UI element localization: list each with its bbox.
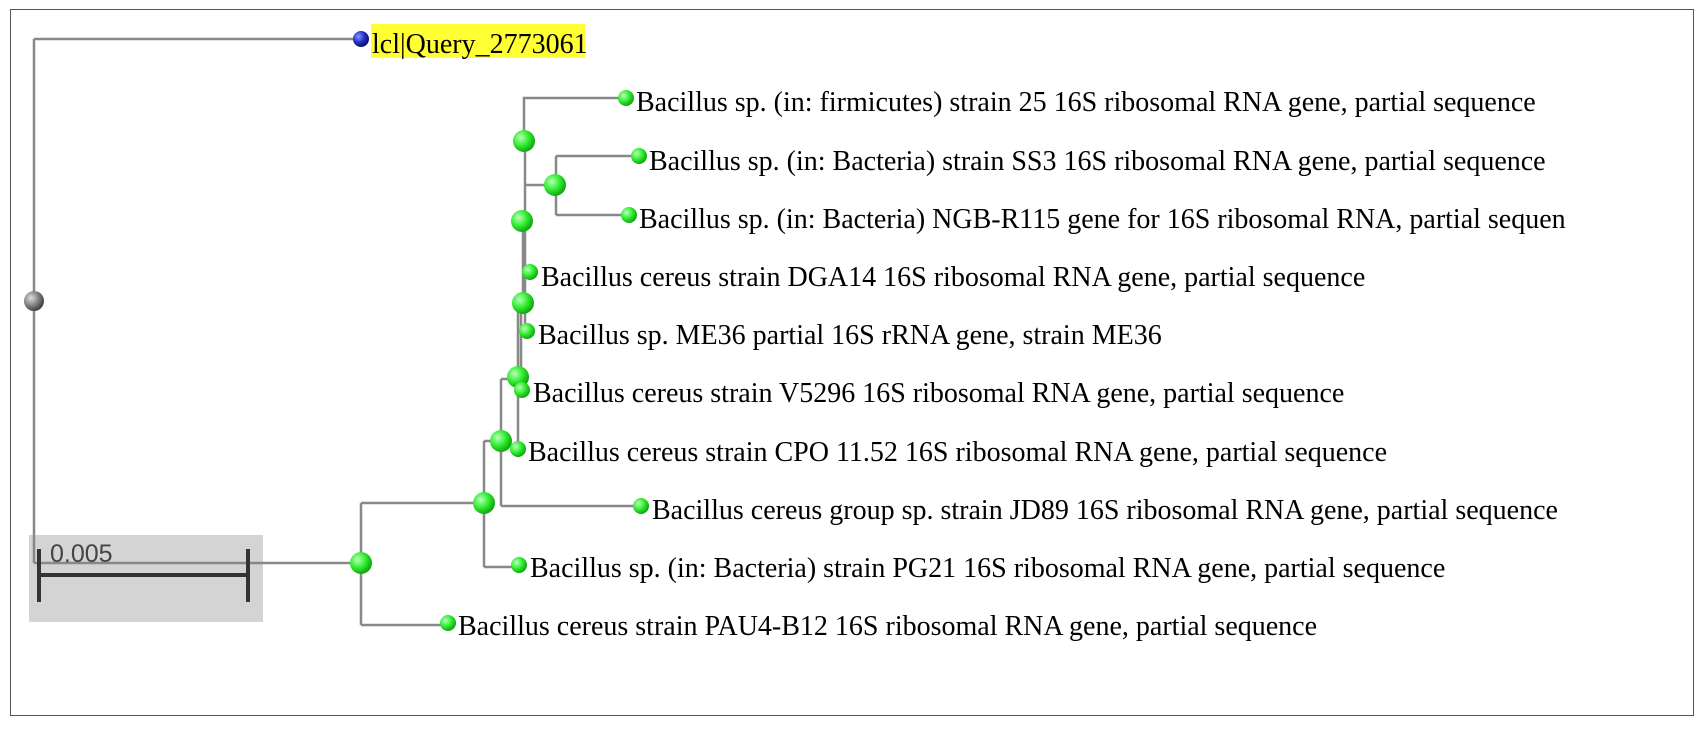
root-node[interactable]	[24, 291, 44, 311]
leaf-node[interactable]	[519, 323, 535, 339]
query-label[interactable]: lcl|Query_2773061	[372, 29, 588, 60]
scale-bar-box	[29, 535, 263, 622]
phylogenetic-tree: 0.005 lcl|Query_2773061 Bacillus sp. (in…	[24, 24, 1566, 642]
leaf-node[interactable]	[633, 498, 649, 514]
tree-nodes	[24, 31, 649, 631]
leaf-node[interactable]	[440, 615, 456, 631]
leaf-label[interactable]: Bacillus cereus strain DGA14 16S ribosom…	[541, 262, 1365, 293]
leaf-node[interactable]	[514, 382, 530, 398]
internal-node[interactable]	[511, 210, 533, 232]
leaf-node[interactable]	[510, 441, 526, 457]
leaf-label[interactable]: Bacillus sp. (in: Bacteria) strain PG21 …	[530, 553, 1445, 584]
leaf-label[interactable]: Bacillus sp. (in: Bacteria) strain SS3 1…	[649, 146, 1546, 177]
leaf-node[interactable]	[631, 148, 647, 164]
internal-node[interactable]	[513, 130, 535, 152]
leaf-label[interactable]: Bacillus cereus strain V5296 16S ribosom…	[533, 378, 1344, 409]
leaf-label[interactable]: Bacillus cereus strain PAU4-B12 16S ribo…	[458, 611, 1317, 642]
tree-viewer: 0.005 lcl|Query_2773061 Bacillus sp. (in…	[10, 9, 1694, 716]
leaf-label[interactable]: Bacillus sp. (in: Bacteria) NGB-R115 gen…	[639, 204, 1566, 235]
internal-node[interactable]	[473, 492, 495, 514]
leaf-labels: Bacillus sp. (in: firmicutes) strain 25 …	[458, 87, 1566, 642]
leaf-label[interactable]: Bacillus cereus strain CPO 11.52 16S rib…	[528, 437, 1387, 468]
query-node[interactable]	[353, 31, 369, 47]
scale-bar-label: 0.005	[50, 540, 113, 568]
leaf-node[interactable]	[522, 264, 538, 280]
leaf-label[interactable]: Bacillus cereus group sp. strain JD89 16…	[652, 495, 1558, 526]
leaf-node[interactable]	[618, 90, 634, 106]
branch-n7	[522, 96, 626, 141]
query-highlight	[371, 24, 585, 58]
leaf-node[interactable]	[511, 557, 527, 573]
internal-node[interactable]	[490, 430, 512, 452]
leaf-node[interactable]	[621, 207, 637, 223]
scale-bar	[37, 549, 250, 602]
leaf-label[interactable]: Bacillus sp. ME36 partial 16S rRNA gene,…	[538, 320, 1162, 351]
leaf-label[interactable]: Bacillus sp. (in: firmicutes) strain 25 …	[636, 87, 1536, 118]
internal-node[interactable]	[512, 292, 534, 314]
internal-node[interactable]	[350, 552, 372, 574]
internal-node[interactable]	[544, 174, 566, 196]
